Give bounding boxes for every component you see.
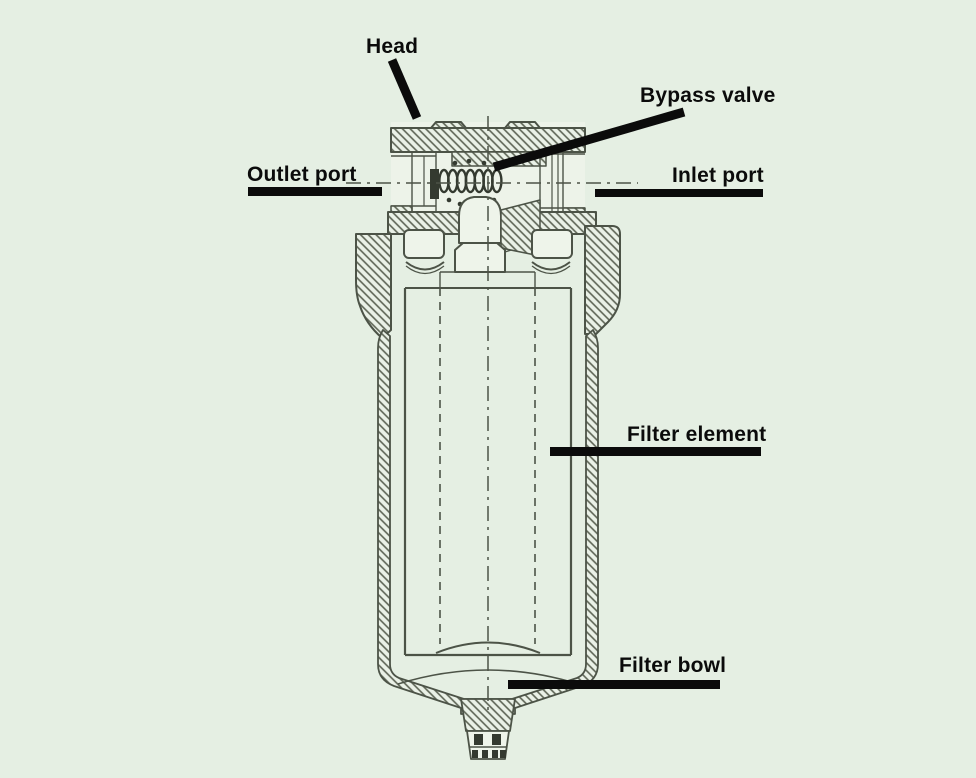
outlet-port-underline-bar: [248, 187, 382, 196]
seal-arc: [531, 265, 571, 275]
inlet-port-underline-bar: [595, 189, 763, 197]
seal-arc: [405, 261, 445, 271]
label-filter-element: Filter element: [627, 423, 767, 446]
bypass-valve-poppet: [458, 196, 541, 257]
seal-arc: [531, 261, 571, 271]
seal-arc: [405, 265, 445, 275]
filter-element-underline-bar: [550, 447, 761, 456]
annotation-graphics: [248, 58, 763, 689]
seal-cap-right: [531, 229, 573, 259]
collar-left-wing: [355, 233, 392, 339]
label-inlet-port: Inlet port: [672, 164, 764, 187]
element-center-stem: [454, 242, 506, 273]
element-adapter-lines: [439, 271, 536, 288]
centerlines: [346, 116, 638, 712]
bypass-valve-leader-line: [492, 107, 686, 172]
label-filter-bowl: Filter bowl: [619, 654, 727, 677]
drain-boss: [460, 698, 516, 732]
filter-bowl-underline-bar: [508, 680, 720, 689]
label-head: Head: [366, 35, 419, 58]
filter-element-cartridge: [403, 288, 573, 657]
head-leader-line: [387, 58, 422, 120]
label-bypass-valve: Bypass valve: [640, 84, 776, 107]
element-bottom-dome: [435, 641, 541, 654]
seal-cap-left: [403, 229, 445, 259]
spring-retainer: [430, 169, 439, 199]
drain-plug: [460, 698, 516, 760]
label-outlet-port: Outlet port: [247, 163, 357, 186]
collar-right-wing: [584, 225, 621, 335]
